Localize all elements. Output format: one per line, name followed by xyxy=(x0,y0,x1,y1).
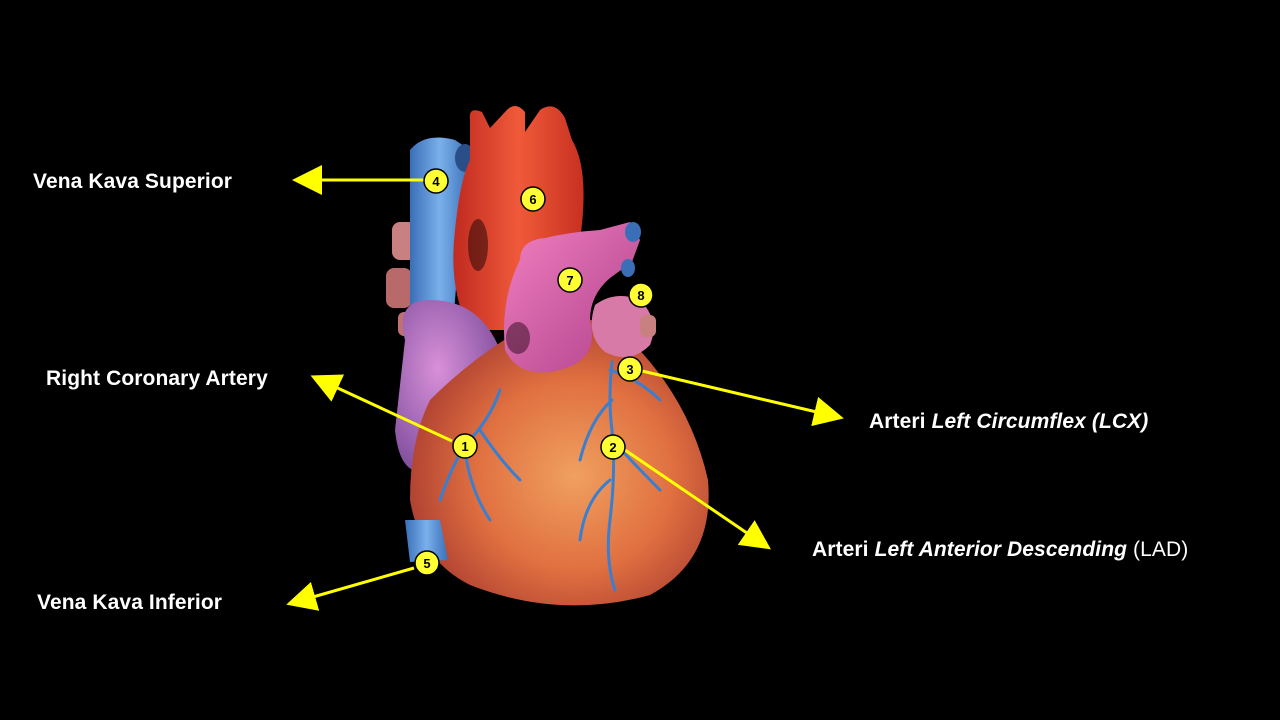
label-lad: Arteri Left Anterior Descending (LAD) xyxy=(812,538,1188,562)
arrow-right-coronary-artery xyxy=(310,374,453,443)
marker-1: 1 xyxy=(452,433,478,459)
pulmonary-texture xyxy=(506,322,530,354)
marker-2: 2 xyxy=(600,434,626,460)
label-vena-kava-superior: Vena Kava Superior xyxy=(33,170,233,193)
marker-7-number: 7 xyxy=(566,273,573,288)
marker-6-number: 6 xyxy=(529,192,536,207)
marker-8-number: 8 xyxy=(637,288,644,303)
marker-8: 8 xyxy=(628,282,654,308)
marker-4-number: 4 xyxy=(432,174,440,189)
marker-3-number: 3 xyxy=(626,362,633,377)
marker-6: 6 xyxy=(520,186,546,212)
marker-3: 3 xyxy=(617,356,643,382)
label-lad-suffix: (LAD) xyxy=(1127,538,1189,561)
label-lcx-name: Left Circumflex (LCX) xyxy=(931,410,1149,433)
label-lcx-prefix: Arteri xyxy=(869,410,932,433)
label-lcx: Arteri Left Circumflex (LCX) xyxy=(869,410,1148,434)
marker-2-number: 2 xyxy=(609,440,616,455)
ventricles xyxy=(410,317,709,606)
marker-1-number: 1 xyxy=(461,439,468,454)
pulmonary-trunk xyxy=(504,222,640,373)
arrow-lad xyxy=(624,448,771,550)
inferior-vena-cava xyxy=(405,520,448,562)
arrow-lcx xyxy=(641,369,844,427)
aorta-texture xyxy=(468,219,488,271)
marker-5: 5 xyxy=(414,550,440,576)
marker-5-number: 5 xyxy=(423,556,430,571)
marker-7: 7 xyxy=(557,267,583,293)
arrow-vena-kava-inferior xyxy=(286,566,415,611)
label-lad-prefix: Arteri xyxy=(812,538,875,561)
marker-4: 4 xyxy=(423,168,449,194)
label-lad-name: Left Anterior Descending xyxy=(874,538,1128,561)
pulmonary-vein-right xyxy=(640,315,656,337)
left-atrium xyxy=(591,296,654,358)
label-right-coronary-artery: Right Coronary Artery xyxy=(46,367,268,390)
label-vena-kava-inferior: Vena Kava Inferior xyxy=(37,591,223,614)
